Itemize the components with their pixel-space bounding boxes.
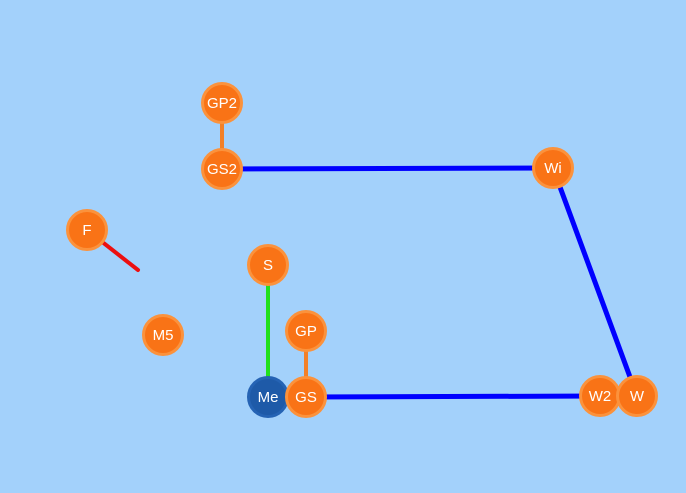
node-label: W	[629, 387, 645, 405]
node-gs2[interactable]: GS2	[201, 148, 243, 190]
node-label: GP2	[206, 94, 237, 112]
edge-gs2-wi[interactable]	[219, 165, 556, 172]
node-me[interactable]: Me	[247, 376, 289, 418]
node-f[interactable]: F	[66, 209, 108, 251]
node-label: M5	[152, 326, 174, 344]
edge-gs-w2[interactable]	[303, 393, 603, 400]
node-gs[interactable]: GS	[285, 376, 327, 418]
edge-wi-w[interactable]	[550, 165, 640, 399]
node-gp[interactable]: GP	[285, 310, 327, 352]
node-gp2[interactable]: GP2	[201, 82, 243, 124]
node-label: F	[82, 221, 92, 239]
node-label: GS	[295, 388, 317, 406]
node-s[interactable]: S	[247, 244, 289, 286]
node-label: W2	[588, 387, 612, 405]
node-wi[interactable]: Wi	[532, 147, 574, 189]
node-label: Wi	[544, 159, 562, 177]
node-label: Me	[257, 388, 279, 406]
node-label: GS2	[206, 160, 237, 178]
node-w2[interactable]: W2	[579, 375, 621, 417]
node-w[interactable]: W	[616, 375, 658, 417]
node-m5[interactable]: M5	[142, 314, 184, 356]
node-label: GP	[295, 322, 317, 340]
node-label: S	[262, 256, 273, 274]
